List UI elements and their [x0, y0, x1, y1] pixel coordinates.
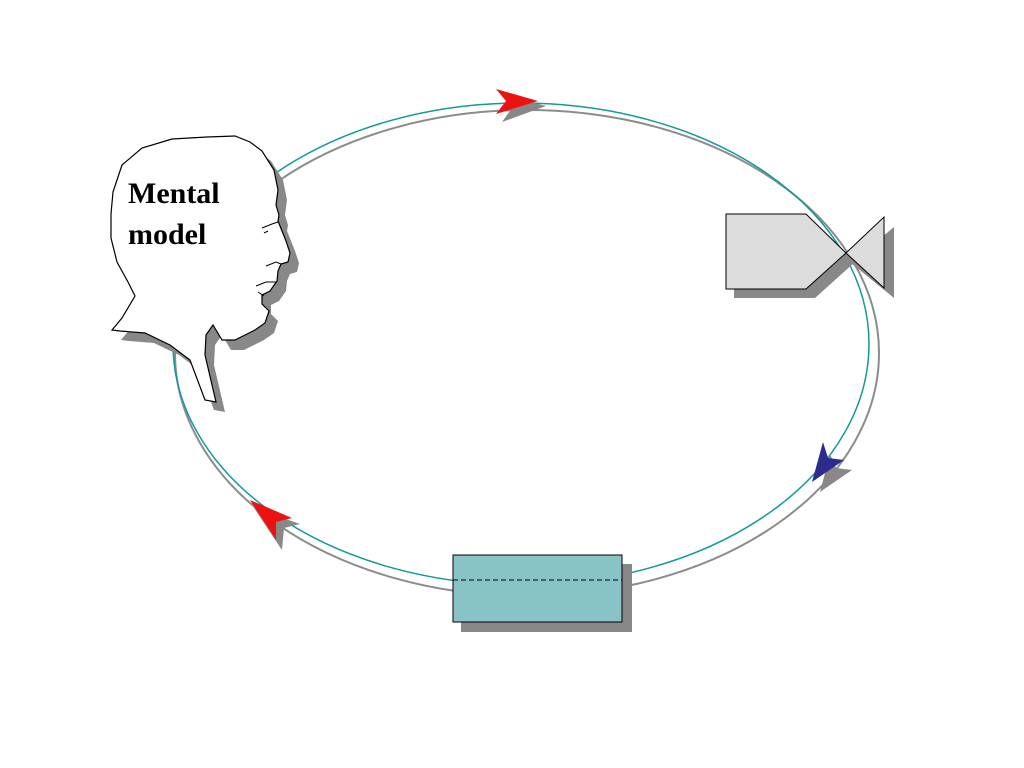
- left-flow-arrow: [250, 500, 300, 550]
- right-flow-arrow: [812, 442, 852, 492]
- head-icon: [110, 135, 299, 412]
- mental-model-label-line-2: model: [128, 218, 206, 251]
- document-box-icon: [452, 554, 632, 632]
- mental-model-label-line-1: Mental: [128, 177, 220, 210]
- camera-icon: [725, 213, 894, 298]
- top-flow-arrow: [496, 89, 546, 122]
